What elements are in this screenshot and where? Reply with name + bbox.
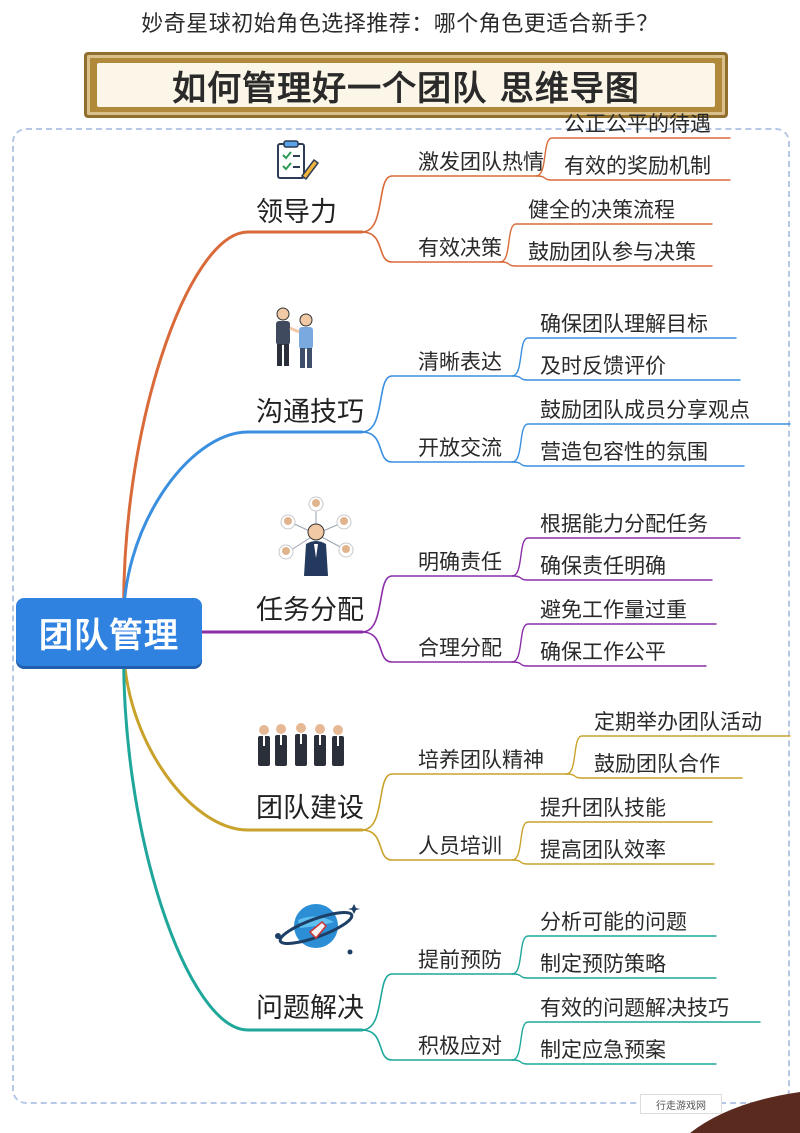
leaf-label: 鼓励团队参与决策 xyxy=(528,240,696,264)
banner-title: 如何管理好一个团队 思维导图 xyxy=(172,68,640,109)
branch-connector xyxy=(122,630,364,1032)
leaf-label: 鼓励团队合作 xyxy=(594,752,720,776)
sub-label: 积极应对 xyxy=(418,1034,502,1058)
leaf-label: 根据能力分配任务 xyxy=(540,512,708,536)
leaf-label: 制定预防策略 xyxy=(540,952,666,976)
leaf-connector xyxy=(511,337,737,377)
sub-label: 激发团队热情 xyxy=(418,150,544,174)
sub-label: 人员培训 xyxy=(418,834,502,858)
leaf-label: 营造包容性的氛围 xyxy=(540,440,708,464)
branch-label: 问题解决 xyxy=(256,993,364,1024)
planet-rocket-icon xyxy=(275,904,360,955)
sub-connector xyxy=(361,829,513,861)
leaf-connector xyxy=(511,821,713,861)
sub-connector xyxy=(361,631,513,663)
leaf-label: 定期举办团队活动 xyxy=(594,710,762,734)
leaf-connector xyxy=(499,223,713,263)
page-title: 妙奇星球初始角色选择推荐：哪个角色更适合新手？ xyxy=(141,12,659,37)
leaf-connector xyxy=(511,623,717,663)
checklist-pencil-icon xyxy=(277,140,320,181)
leaf-label: 分析可能的问题 xyxy=(540,910,687,934)
branch-label: 任务分配 xyxy=(256,595,364,626)
branch-label: 团队建设 xyxy=(256,793,364,824)
watermark-badge: 行走游戏网 xyxy=(640,1094,722,1114)
leaf-label: 有效的奖励机制 xyxy=(564,154,711,178)
leaf-connector xyxy=(511,859,715,865)
leaf-connector xyxy=(511,575,713,581)
leaf-connector xyxy=(565,735,791,775)
leaf-connector xyxy=(511,1021,761,1061)
sub-connector xyxy=(361,431,513,463)
two-people-talking-icon xyxy=(276,307,313,368)
sub-label: 清晰表达 xyxy=(418,350,502,374)
leaf-label: 确保团队理解目标 xyxy=(540,312,708,336)
leaf-connector xyxy=(511,973,717,979)
leaf-label: 公正公平的待遇 xyxy=(564,112,711,136)
leaf-label: 健全的决策流程 xyxy=(528,198,675,222)
branch-label: 领导力 xyxy=(256,197,337,228)
leaf-connector xyxy=(511,935,717,975)
branch-label: 沟通技巧 xyxy=(256,397,364,428)
leaf-label: 提高团队效率 xyxy=(540,838,666,862)
sub-label: 有效决策 xyxy=(418,236,502,260)
sub-label: 明确责任 xyxy=(418,550,502,574)
leaf-label: 有效的问题解决技巧 xyxy=(540,996,729,1020)
leaf-label: 避免工作量过重 xyxy=(540,598,687,622)
sub-connector xyxy=(361,175,537,233)
leaf-label: 及时反馈评价 xyxy=(540,354,666,378)
banner-inner: 如何管理好一个团队 思维导图 xyxy=(97,63,715,109)
sub-label: 开放交流 xyxy=(418,436,502,460)
leaf-connector xyxy=(499,261,713,267)
banner: 如何管理好一个团队 思维导图 xyxy=(84,52,728,118)
leaf-label: 确保工作公平 xyxy=(540,640,666,664)
leaf-connector xyxy=(535,137,731,177)
sub-connector xyxy=(361,973,513,1031)
sub-label: 提前预防 xyxy=(418,948,502,972)
branch-connector xyxy=(122,230,364,634)
leaf-connector xyxy=(511,537,741,577)
leaf-label: 提升团队技能 xyxy=(540,796,666,820)
mindmap-frame xyxy=(12,128,790,1104)
leaf-connector xyxy=(511,375,741,381)
sub-label: 合理分配 xyxy=(418,636,502,660)
leaf-label: 确保责任明确 xyxy=(540,554,666,578)
leaf-connector xyxy=(565,773,743,779)
sub-connector xyxy=(361,375,513,433)
sub-connector xyxy=(361,773,567,831)
sub-label: 培养团队精神 xyxy=(418,748,544,772)
sub-connector xyxy=(361,1029,513,1061)
leaf-connector xyxy=(535,175,731,181)
branch-connector xyxy=(122,630,364,832)
leaf-label: 鼓励团队成员分享观点 xyxy=(540,398,750,422)
sub-connector xyxy=(361,231,501,263)
branch-connector xyxy=(122,430,364,634)
leaf-label: 制定应急预案 xyxy=(540,1038,666,1062)
watermark-swoosh xyxy=(690,1092,800,1133)
team-network-icon xyxy=(278,496,354,576)
center-node: 团队管理 xyxy=(16,598,202,666)
leaf-connector xyxy=(511,1059,717,1065)
leaf-connector xyxy=(511,423,791,463)
business-team-icon xyxy=(258,723,344,766)
sub-connector xyxy=(361,575,513,633)
leaf-connector xyxy=(511,661,707,667)
leaf-connector xyxy=(511,461,745,467)
